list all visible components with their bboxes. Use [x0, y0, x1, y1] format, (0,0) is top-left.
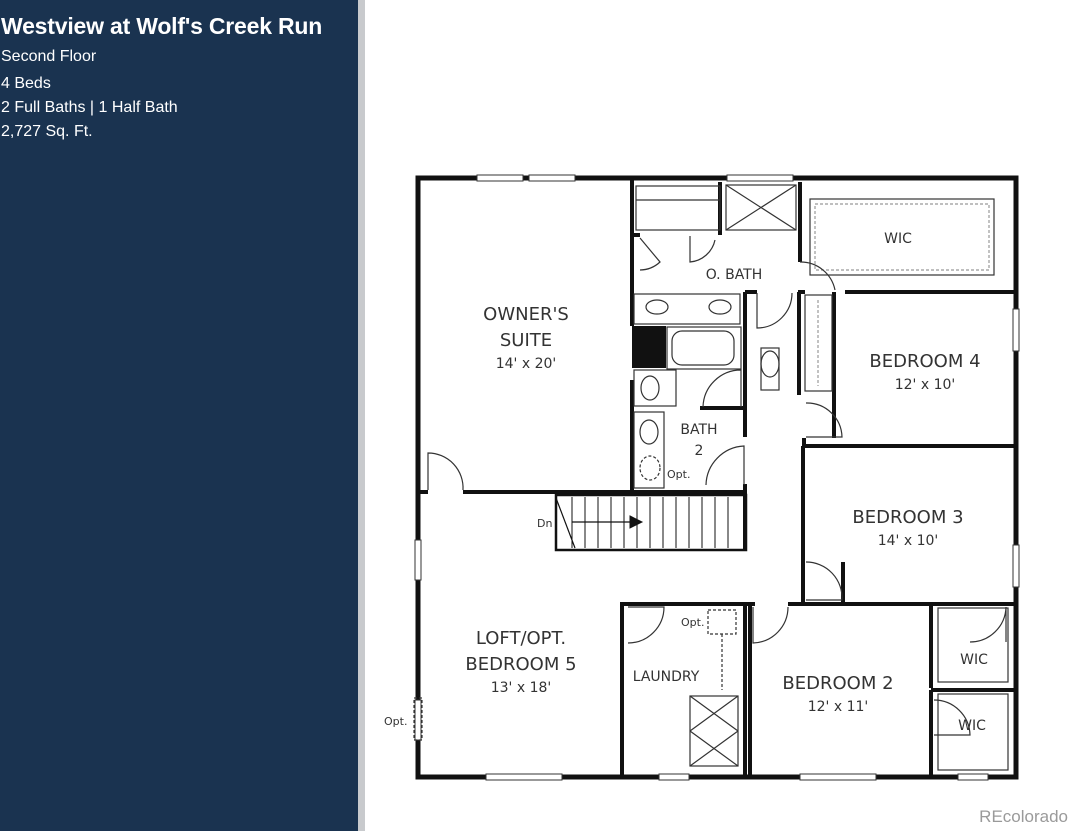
floor-label: Second Floor — [1, 48, 97, 65]
staircase — [554, 493, 748, 552]
wic-bedroom2-label: WIC — [958, 718, 986, 734]
owner-bath-label: O. BATH — [706, 267, 763, 283]
watermark: REcolorado — [979, 807, 1068, 826]
bedroom4-dims: 12' x 10' — [895, 377, 956, 393]
bedroom3-label: BEDROOM 3 — [852, 507, 963, 528]
floor-plan: OWNER'S SUITE 14' x 20' O. BATH WIC BEDR… — [384, 174, 1020, 781]
bath2-label-1: BATH — [680, 422, 717, 438]
bedroom4-label: BEDROOM 4 — [869, 351, 980, 372]
square-footage: 2,727 Sq. Ft. — [1, 123, 93, 140]
fireplace-block — [632, 326, 666, 368]
laundry-label: LAUNDRY — [633, 669, 700, 685]
loft-label-2: BEDROOM 5 — [465, 654, 576, 675]
loft-label-1: LOFT/OPT. — [476, 628, 566, 649]
beds-count: 4 Beds — [1, 75, 51, 92]
info-panel: Westview at Wolf's Creek Run Second Floo… — [0, 0, 358, 831]
bath2-label-2: 2 — [695, 443, 704, 459]
interior-walls — [420, 180, 1014, 775]
baths-count: 2 Full Baths | 1 Half Bath — [1, 99, 178, 116]
laundry-opt-label: Opt. — [681, 616, 704, 629]
owners-suite-label-2: SUITE — [500, 330, 552, 351]
bath2-opt-label: Opt. — [667, 468, 690, 481]
wic-bedroom3-label: WIC — [960, 652, 988, 668]
exterior-walls — [415, 175, 1019, 780]
bedroom2-dims: 12' x 11' — [808, 699, 869, 715]
community-title: Westview at Wolf's Creek Run — [1, 13, 323, 39]
windows — [414, 174, 1020, 781]
owners-suite-dims: 14' x 20' — [496, 356, 557, 372]
owners-suite-label-1: OWNER'S — [483, 304, 569, 325]
bedroom3-dims: 14' x 10' — [878, 533, 939, 549]
loft-opt-label: Opt. — [384, 715, 407, 728]
bedroom2-label: BEDROOM 2 — [782, 673, 893, 694]
panel-divider — [358, 0, 365, 831]
loft-dims: 13' x 18' — [491, 680, 552, 696]
fixtures — [633, 184, 1009, 771]
stairs-down-label: Dn — [537, 517, 552, 530]
wic-top-label: WIC — [884, 231, 912, 247]
door-swings — [413, 236, 1007, 741]
